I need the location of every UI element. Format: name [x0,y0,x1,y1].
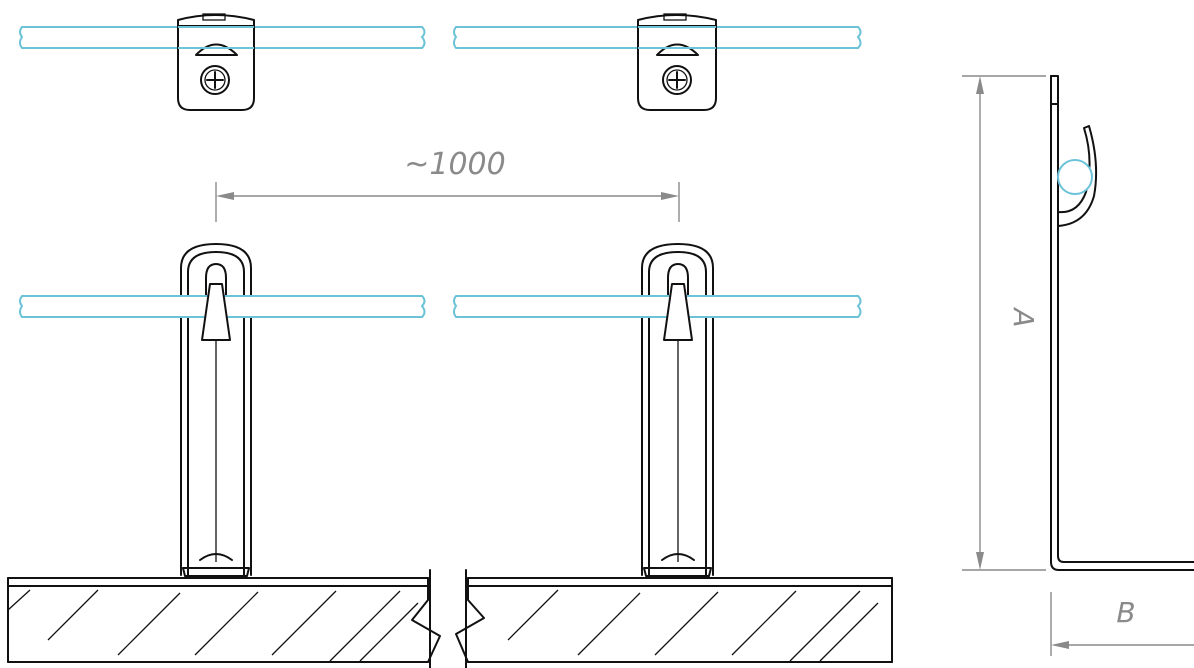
side-view: A B [962,75,1194,656]
height-dimension: A [962,75,1046,571]
width-label: B [1116,596,1135,629]
front-rod-right [453,295,862,318]
top-view [19,13,862,111]
width-dimension: B [1050,592,1194,656]
front-view [7,243,893,668]
side-profile [1050,75,1194,563]
spacing-label: ~1000 [404,147,505,182]
side-hook [1057,125,1098,227]
top-clip-left [177,13,255,111]
base-slab-left [7,569,441,668]
base-slab-right [455,569,893,668]
top-rod-right [453,26,862,49]
top-clip-right [637,13,717,111]
top-rod-left [19,26,426,49]
spacing-dimension: ~1000 [215,147,680,222]
front-post-left [180,243,252,577]
height-label: A [1007,306,1040,327]
side-rod-section [1057,159,1093,195]
front-post-right [641,243,714,577]
clamp-wedge-right [663,283,693,341]
clamp-wedge-left [201,283,231,341]
